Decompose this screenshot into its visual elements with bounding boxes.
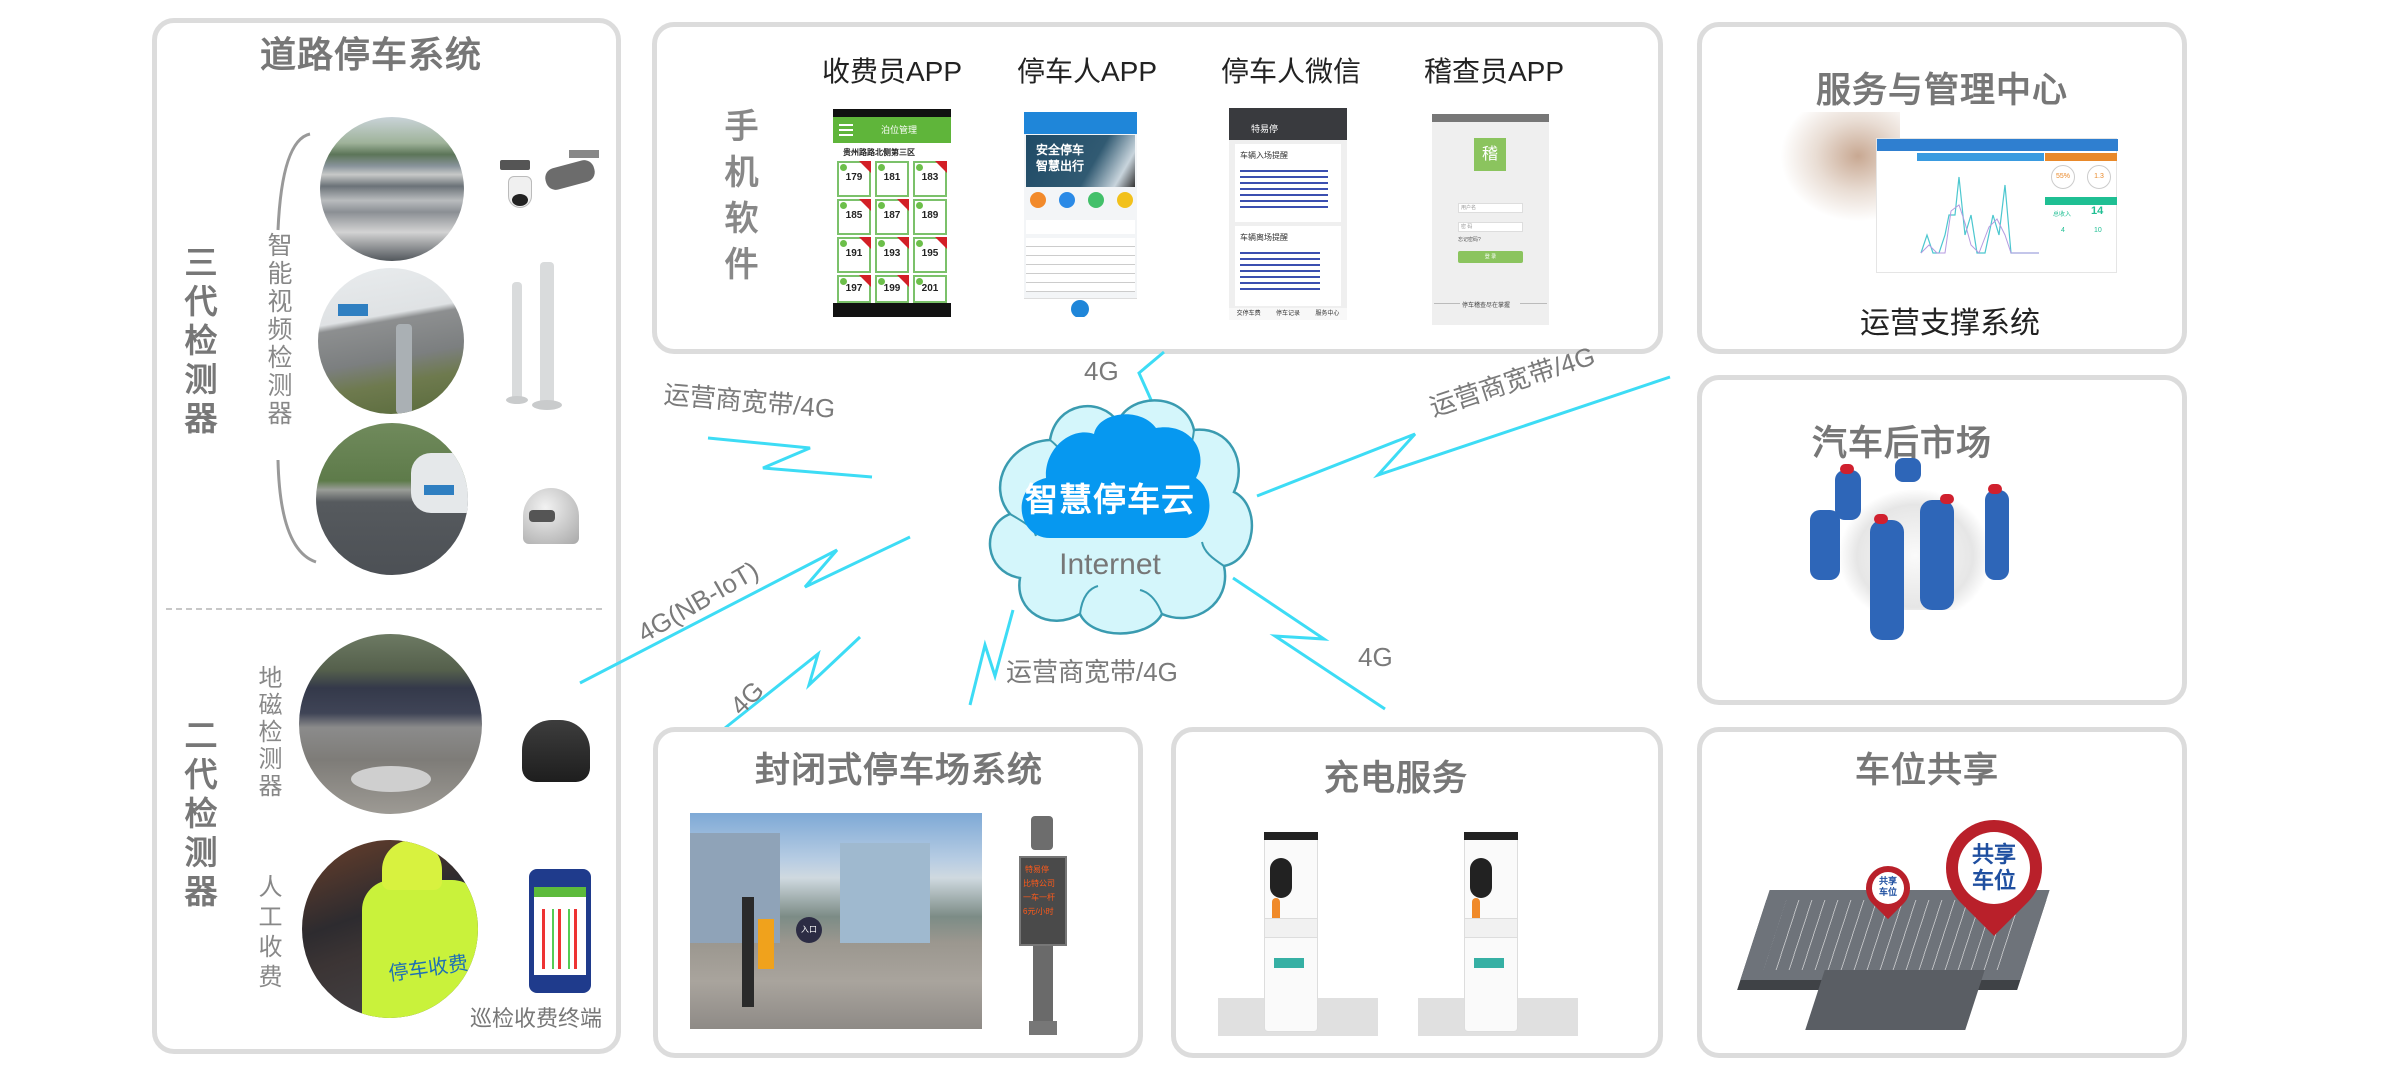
collector-area: 贵州路路北侧第三区: [843, 148, 915, 157]
dashboard-income: 14: [2091, 205, 2104, 217]
app-label-wechat: 停车人微信: [1221, 56, 1362, 87]
cloud-subtitle: Internet: [1059, 548, 1161, 581]
after-market-title: 汽车后市场: [1812, 424, 1993, 463]
road-parking-title: 道路停车系统: [260, 34, 483, 75]
dashboard-income-label: 总收入: [2053, 212, 2072, 218]
ground-camera-photo: [316, 423, 468, 575]
link-label-bottom-right: 4G: [1358, 642, 1393, 672]
manual-charging-label: 人工收费: [254, 874, 281, 994]
space-sharing-title: 车位共享: [1855, 751, 2000, 790]
charger-right-icon: [1418, 828, 1578, 1036]
wechat-screenshot: 特易停 车辆入场提醒 车辆离场提醒 交停车费 停车记录 服务中心: [1229, 108, 1347, 320]
bracket-top: [276, 132, 317, 564]
inspector-forgot: 忘记密码?: [1458, 237, 1481, 243]
cloud-icon: [988, 399, 1254, 635]
parker-banner-line1: 安全停车: [1036, 143, 1085, 157]
charger-left-icon: [1218, 828, 1378, 1036]
app-label-collector: 收费员APP: [822, 56, 963, 87]
charging-title: 充电服务: [1324, 759, 1469, 798]
inspector-logo: 稽: [1474, 138, 1506, 171]
led-line-4: 6元/小时: [1023, 907, 1054, 916]
link-label-bottom: 运营商宽带/4G: [1006, 657, 1178, 687]
closed-parking-title: 封闭式停车场系统: [755, 751, 1044, 790]
barrier-display-icon: 特易停 比特公司 一车一杆 6元/小时: [1019, 816, 1067, 1036]
share-pin-small-text: 共享车位: [1878, 876, 1897, 897]
dashboard-rate: 55%: [2051, 165, 2075, 189]
entrance-sign: 入口: [796, 917, 822, 943]
video-detector-label: 智能视频检测器: [264, 232, 292, 428]
video-pole-photo: [318, 268, 464, 414]
bullet-camera-icon: [543, 150, 603, 198]
dashboard-online-income: 4: [2061, 227, 2065, 234]
led-line-2: 比特公司: [1023, 879, 1055, 888]
wechat-tab-records: 停车记录: [1275, 311, 1300, 317]
gen3-detector-label: 三代检测器: [180, 245, 217, 440]
generation-divider: [166, 608, 602, 610]
video-pole-tall-icon: [532, 262, 562, 414]
app-label-parker: 停车人APP: [1017, 56, 1158, 87]
link-label-top: 4G: [1084, 356, 1119, 386]
collector-app-screenshot: 泊位管理 贵州路路北侧第三区 179 181 183 185 187 189 1…: [833, 109, 951, 317]
inspector-app-screenshot: 稽 用户名 密 码 忘记密码? 登 录 停车稽查尽在掌握: [1432, 114, 1549, 325]
inspector-footer: 停车稽查尽在掌握: [1462, 303, 1511, 309]
wechat-tab-pay: 交停车费: [1236, 311, 1261, 317]
led-line-3: 一车一杆: [1023, 893, 1055, 902]
wechat-card2-title: 车辆离场提醒: [1240, 233, 1288, 242]
gen2-detector-label: 二代检测器: [180, 718, 217, 913]
dashboard-ratio: 1.3: [2087, 165, 2111, 189]
dashboard-cash-income: 10: [2094, 227, 2102, 234]
wechat-title: 特易停: [1251, 124, 1279, 134]
inspector-username-field: 用户名: [1458, 203, 1523, 213]
mobile-software-label: 手机软件: [719, 108, 757, 292]
wechat-card1-title: 车辆入场提醒: [1240, 151, 1288, 160]
cloud-title: 智慧停车云: [1025, 481, 1195, 518]
dome-sensor-icon: [523, 488, 579, 544]
terminal-caption: 巡检收费终端: [470, 1006, 603, 1031]
video-pole-short-icon: [506, 282, 528, 412]
manual-charging-photo: 停车收费: [302, 840, 478, 1018]
inspector-login-button: 登 录: [1458, 251, 1523, 263]
app-label-inspector: 稽查员APP: [1424, 56, 1565, 87]
parker-banner-line2: 智慧出行: [1036, 159, 1085, 173]
geomagnetic-detector-label: 地磁检测器: [254, 665, 281, 800]
parking-entrance-photo: 入口: [690, 813, 982, 1029]
service-center-title: 服务与管理中心: [1816, 71, 2069, 110]
share-pin-big-text: 共享车位: [1971, 842, 2016, 893]
service-center-subtitle: 运营支撑系统: [1860, 307, 2040, 340]
parker-app-screenshot: 安全停车 智慧出行: [1024, 112, 1137, 317]
geomagnetic-sensor-icon: [522, 720, 590, 782]
collector-header: 泊位管理: [881, 125, 918, 135]
inspector-password-field: 密 码: [1458, 222, 1523, 232]
parking-lot-photo: [320, 117, 464, 261]
dashboard-screenshot: 55% 1.3 总收入 14 4 10: [1876, 138, 2118, 273]
led-line-1: 特易停: [1025, 865, 1049, 874]
handheld-terminal-icon: [529, 869, 591, 993]
geomagnetic-photo: [299, 634, 482, 814]
ptz-camera-icon: [500, 160, 534, 212]
wechat-tab-service: 服务中心: [1315, 311, 1340, 317]
car-service-photo: [1790, 420, 2028, 702]
